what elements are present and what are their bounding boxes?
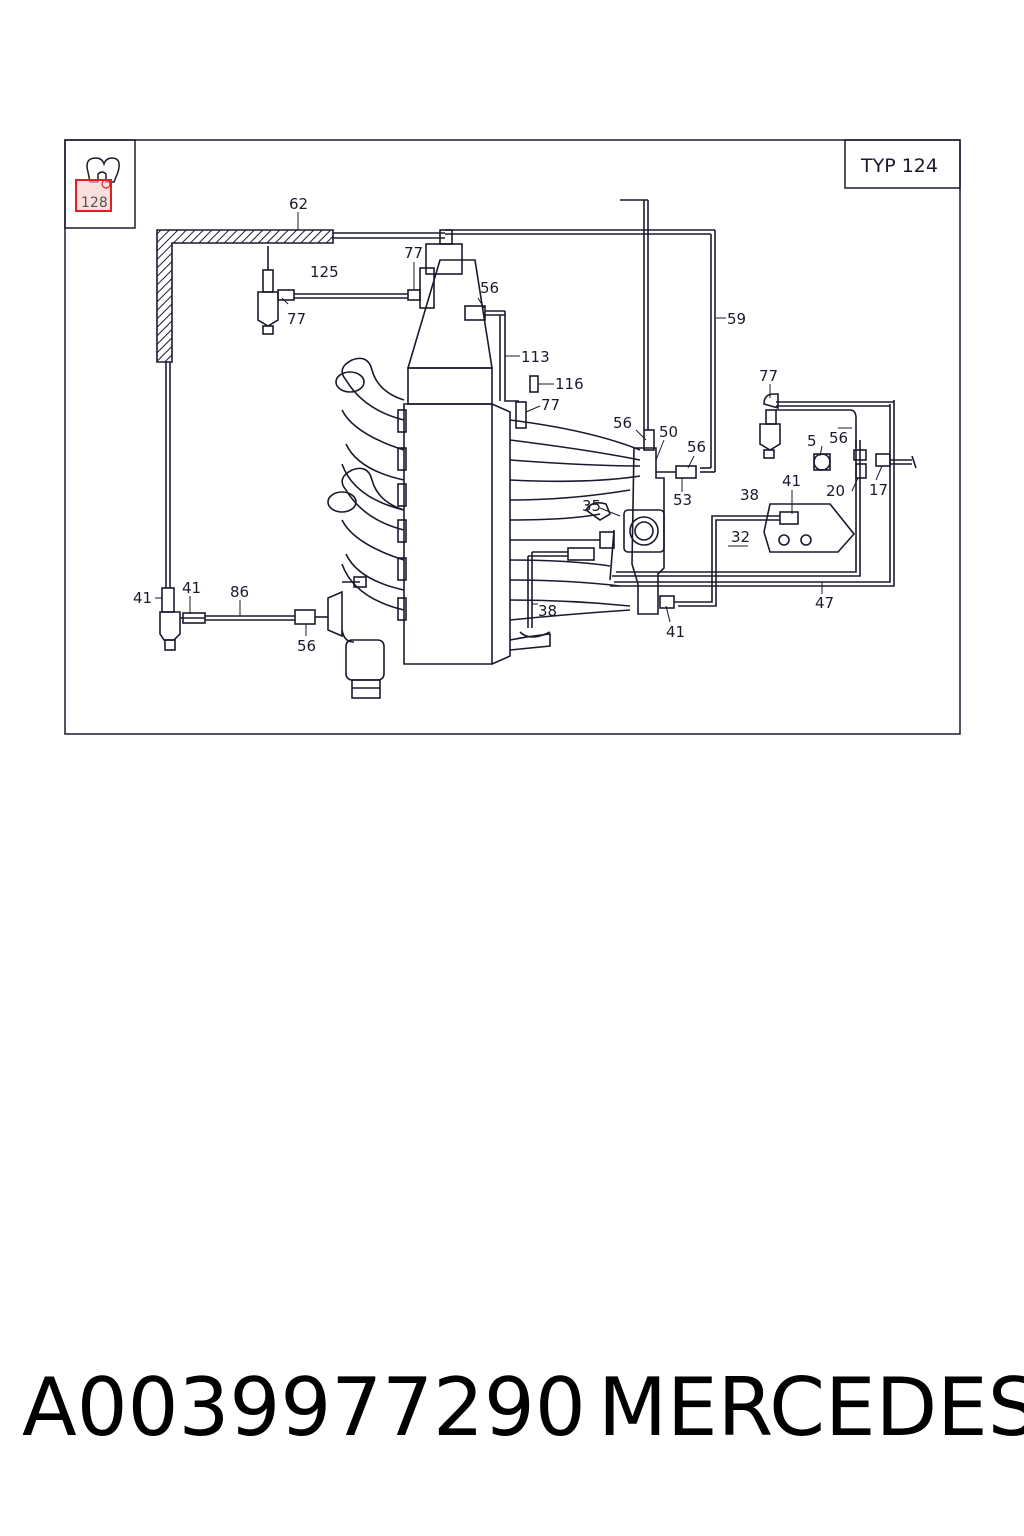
label-59: 59	[727, 310, 746, 328]
label-32: 32	[731, 528, 750, 546]
vacuum-line-diagram: 128 TYP 124	[64, 139, 961, 735]
label-77-left: 77	[287, 310, 306, 328]
clip-icon	[86, 157, 120, 183]
label-38-right: 38	[740, 486, 759, 504]
label-41-left-top: 41	[182, 579, 201, 597]
label-113: 113	[521, 348, 550, 366]
label-77-top: 77	[404, 244, 423, 262]
typ-label: TYP 124	[860, 155, 938, 177]
label-47: 47	[815, 594, 834, 612]
label-41-bracket: 41	[782, 472, 801, 490]
label-77-centre: 77	[541, 396, 560, 414]
label-20: 20	[826, 482, 845, 500]
highlight-box	[75, 179, 112, 212]
label-50: 50	[659, 423, 678, 441]
label-56-far-right: 56	[829, 429, 848, 447]
label-53: 53	[673, 491, 692, 509]
label-56-top: 56	[480, 279, 499, 297]
label-56-right: 56	[687, 438, 706, 456]
hatched-shield	[156, 229, 334, 363]
label-56-bottom: 56	[297, 637, 316, 655]
label-125: 125	[310, 263, 339, 281]
label-56-plenum: 56	[613, 414, 632, 432]
label-38-centre: 38	[538, 602, 557, 620]
label-62: 62	[289, 195, 308, 213]
brand-name: MERCEDES	[598, 1361, 1024, 1454]
mount-bracket	[763, 503, 856, 553]
label-86: 86	[230, 583, 249, 601]
diagram-frame	[64, 139, 961, 735]
throttle-body	[623, 509, 665, 553]
label-5: 5	[807, 432, 817, 450]
label-77-right: 77	[759, 367, 778, 385]
clip-inset: 128	[64, 139, 136, 229]
part-number: A0039977290	[22, 1361, 586, 1454]
label-35: 35	[582, 497, 601, 515]
label-41-plenum: 41	[666, 623, 685, 641]
label-116: 116	[555, 375, 584, 393]
typ-box: TYP 124	[844, 139, 961, 189]
label-41-left: 41	[133, 589, 152, 607]
highlight-label: 128	[81, 195, 108, 211]
label-17: 17	[869, 481, 888, 499]
